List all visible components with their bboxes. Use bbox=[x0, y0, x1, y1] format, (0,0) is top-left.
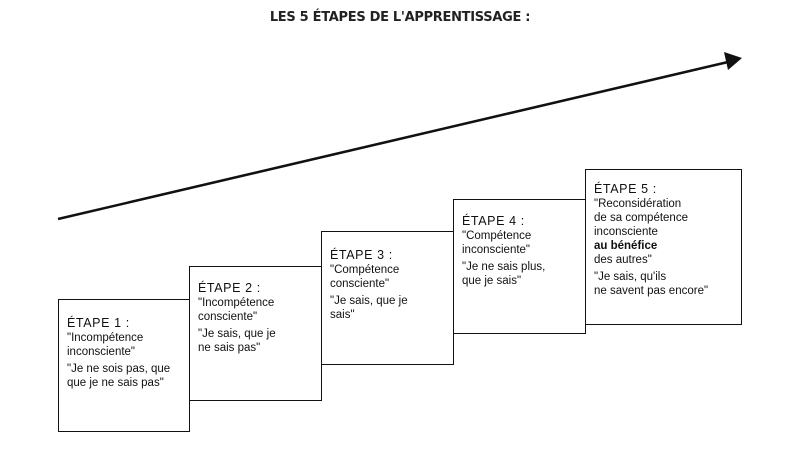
step-4-label: ÉTAPE 4 : bbox=[462, 214, 525, 228]
step-3-box: ÉTAPE 3 : "Compétence consciente" "Je sa… bbox=[321, 231, 454, 365]
step-2-name: "Incompétence consciente" bbox=[198, 297, 275, 323]
step-3-quote: "Je sais, que je sais" bbox=[330, 295, 408, 321]
step-3-label: ÉTAPE 3 : bbox=[330, 248, 393, 262]
step-5-emphasis: au bénéfice bbox=[594, 240, 658, 252]
diagram-title: LES 5 ÉTAPES DE L'APPRENTISSAGE : bbox=[269, 10, 531, 25]
step-4-box: ÉTAPE 4 : "Compétence inconsciente" "Je … bbox=[453, 199, 586, 334]
step-1-box: ÉTAPE 1 : "Incompétence inconsciente" "J… bbox=[58, 299, 190, 432]
step-2-quote: "Je sais, que je ne sais pas" bbox=[198, 328, 276, 354]
step-3-name: "Compétence consciente" bbox=[330, 264, 400, 290]
step-1-name: "Incompétence inconsciente" bbox=[67, 332, 144, 358]
step-5-label: ÉTAPE 5 : bbox=[594, 182, 657, 196]
step-5-quote: "Je sais, qu'ils ne savent pas encore" bbox=[594, 271, 709, 297]
step-1-quote: "Je ne sois pas, que que je ne sais pas" bbox=[67, 363, 171, 389]
step-4-quote: "Je ne sais plus, que je sais" bbox=[462, 261, 546, 287]
step-4-name: "Compétence inconsciente" bbox=[462, 230, 532, 256]
step-2-box: ÉTAPE 2 : "Incompétence consciente" "Je … bbox=[189, 266, 322, 401]
step-5-box: ÉTAPE 5 : "Reconsidération de sa compéte… bbox=[585, 169, 742, 325]
step-2-label: ÉTAPE 2 : bbox=[198, 281, 261, 295]
step-1-label: ÉTAPE 1 : bbox=[67, 316, 130, 330]
step-5-name: "Reconsidération de sa compétence incons… bbox=[594, 198, 688, 266]
